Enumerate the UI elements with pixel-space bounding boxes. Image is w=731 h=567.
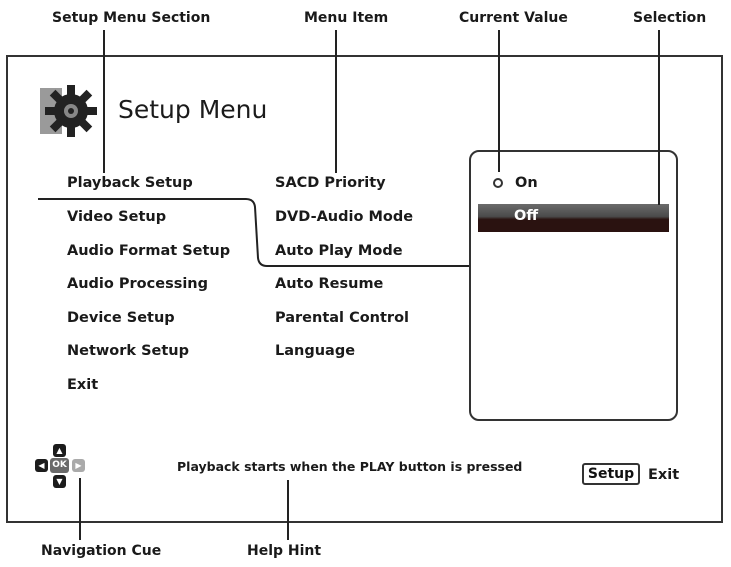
nav-right-icon: ▶ xyxy=(72,459,85,472)
item-parental-control[interactable]: Parental Control xyxy=(275,310,410,326)
section-exit[interactable]: Exit xyxy=(67,377,99,393)
section-device-setup[interactable]: Device Setup xyxy=(67,310,175,326)
callout-selection: Selection xyxy=(633,10,707,26)
section-video-setup[interactable]: Video Setup xyxy=(67,209,167,225)
section-audio-processing[interactable]: Audio Processing xyxy=(67,276,209,292)
item-language[interactable]: Language xyxy=(275,343,356,359)
callout-navigation-cue: Navigation Cue xyxy=(41,543,162,559)
callout-current-value: Current Value xyxy=(459,10,568,26)
value-option-on[interactable]: On xyxy=(515,175,538,191)
setup-button[interactable]: Setup xyxy=(582,463,640,485)
nav-ok-icon: OK xyxy=(50,458,69,473)
item-dvd-audio-mode[interactable]: DVD-Audio Mode xyxy=(275,209,414,225)
item-sacd-priority[interactable]: SACD Priority xyxy=(275,175,386,191)
value-option-off[interactable]: Off xyxy=(514,208,539,224)
current-value-radio-icon xyxy=(493,178,503,188)
item-auto-play-mode[interactable]: Auto Play Mode xyxy=(275,243,403,259)
callout-menu-item: Menu Item xyxy=(304,10,389,26)
gear-icon xyxy=(38,82,100,140)
callout-setup-menu-section: Setup Menu Section xyxy=(52,10,211,26)
nav-left-icon: ◀ xyxy=(35,459,48,472)
value-list-box xyxy=(469,150,678,421)
help-hint-text: Playback starts when the PLAY button is … xyxy=(177,459,523,474)
nav-down-icon: ▼ xyxy=(53,475,66,488)
exit-label: Exit xyxy=(648,467,680,483)
section-network-setup[interactable]: Network Setup xyxy=(67,343,190,359)
callout-help-hint: Help Hint xyxy=(247,543,322,559)
item-auto-resume[interactable]: Auto Resume xyxy=(275,276,384,292)
section-audio-format-setup[interactable]: Audio Format Setup xyxy=(67,243,231,259)
nav-up-icon: ▲ xyxy=(53,444,66,457)
section-playback-setup[interactable]: Playback Setup xyxy=(67,175,193,191)
selection-highlight[interactable] xyxy=(478,204,669,232)
page-title: Setup Menu xyxy=(118,95,268,124)
